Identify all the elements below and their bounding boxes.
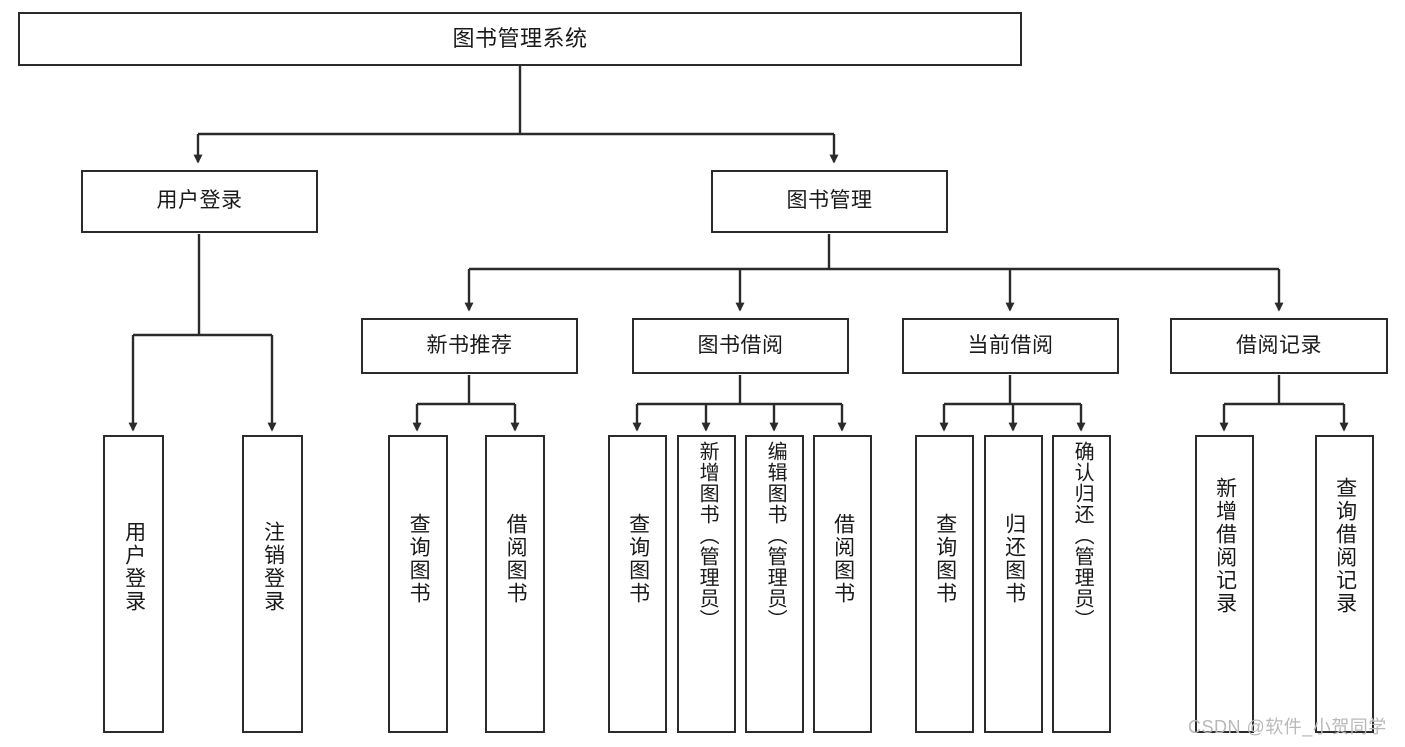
node-leaf-query-book-borrow[interactable]: 查询图书	[608, 435, 667, 733]
node-leaf-logout[interactable]: 注销登录	[242, 435, 303, 733]
node-label: 查询图书	[626, 513, 650, 605]
node-leaf-borrow-book[interactable]: 借阅图书	[813, 435, 872, 733]
node-label: 查询图书	[407, 513, 431, 605]
node-label: 当前借阅	[967, 333, 1054, 357]
node-label: 归还图书	[1002, 513, 1026, 605]
node-root-book-management-system[interactable]: 图书管理系统	[18, 12, 1022, 66]
node-label: 用户登录	[122, 521, 146, 613]
node-label: 新增图书（管理员）	[696, 441, 719, 630]
node-leaf-confirm-return-admin[interactable]: 确认归还（管理员）	[1052, 435, 1111, 733]
node-leaf-query-borrow-record[interactable]: 查询借阅记录	[1315, 435, 1374, 733]
node-new-book-recommendation[interactable]: 新书推荐	[361, 318, 578, 374]
node-leaf-query-book-current[interactable]: 查询图书	[915, 435, 974, 733]
node-leaf-return-book[interactable]: 归还图书	[984, 435, 1043, 733]
node-leaf-add-borrow-record[interactable]: 新增借阅记录	[1195, 435, 1254, 733]
node-label: 图书借阅	[697, 333, 784, 357]
node-label: 新书推荐	[426, 333, 513, 357]
node-user-login[interactable]: 用户登录	[81, 170, 318, 233]
node-borrowing-record[interactable]: 借阅记录	[1170, 318, 1388, 374]
node-label: 借阅图书	[831, 513, 855, 605]
node-label: 借阅记录	[1236, 333, 1322, 357]
node-book-borrowing[interactable]: 图书借阅	[632, 318, 849, 374]
node-label: 用户登录	[156, 189, 243, 213]
node-current-borrowing[interactable]: 当前借阅	[902, 318, 1119, 374]
node-label: 查询图书	[933, 513, 957, 605]
csdn-watermark: CSDN @软件_小贺同学	[1188, 717, 1387, 737]
node-label: 编辑图书（管理员）	[764, 441, 787, 630]
node-label: 图书管理	[786, 189, 873, 213]
node-leaf-query-book-new[interactable]: 查询图书	[388, 435, 448, 733]
node-label: 查询借阅记录	[1333, 477, 1357, 615]
node-label: 注销登录	[261, 521, 285, 613]
node-leaf-borrow-book-new[interactable]: 借阅图书	[485, 435, 545, 733]
node-leaf-add-book-admin[interactable]: 新增图书（管理员）	[677, 435, 736, 733]
node-book-management[interactable]: 图书管理	[711, 170, 948, 233]
node-label: 新增借阅记录	[1213, 477, 1237, 615]
node-leaf-user-login[interactable]: 用户登录	[103, 435, 164, 733]
node-label: 确认归还（管理员）	[1071, 441, 1094, 630]
node-leaf-edit-book-admin[interactable]: 编辑图书（管理员）	[745, 435, 804, 733]
node-label: 图书管理系统	[452, 26, 588, 52]
node-label: 借阅图书	[504, 513, 528, 605]
